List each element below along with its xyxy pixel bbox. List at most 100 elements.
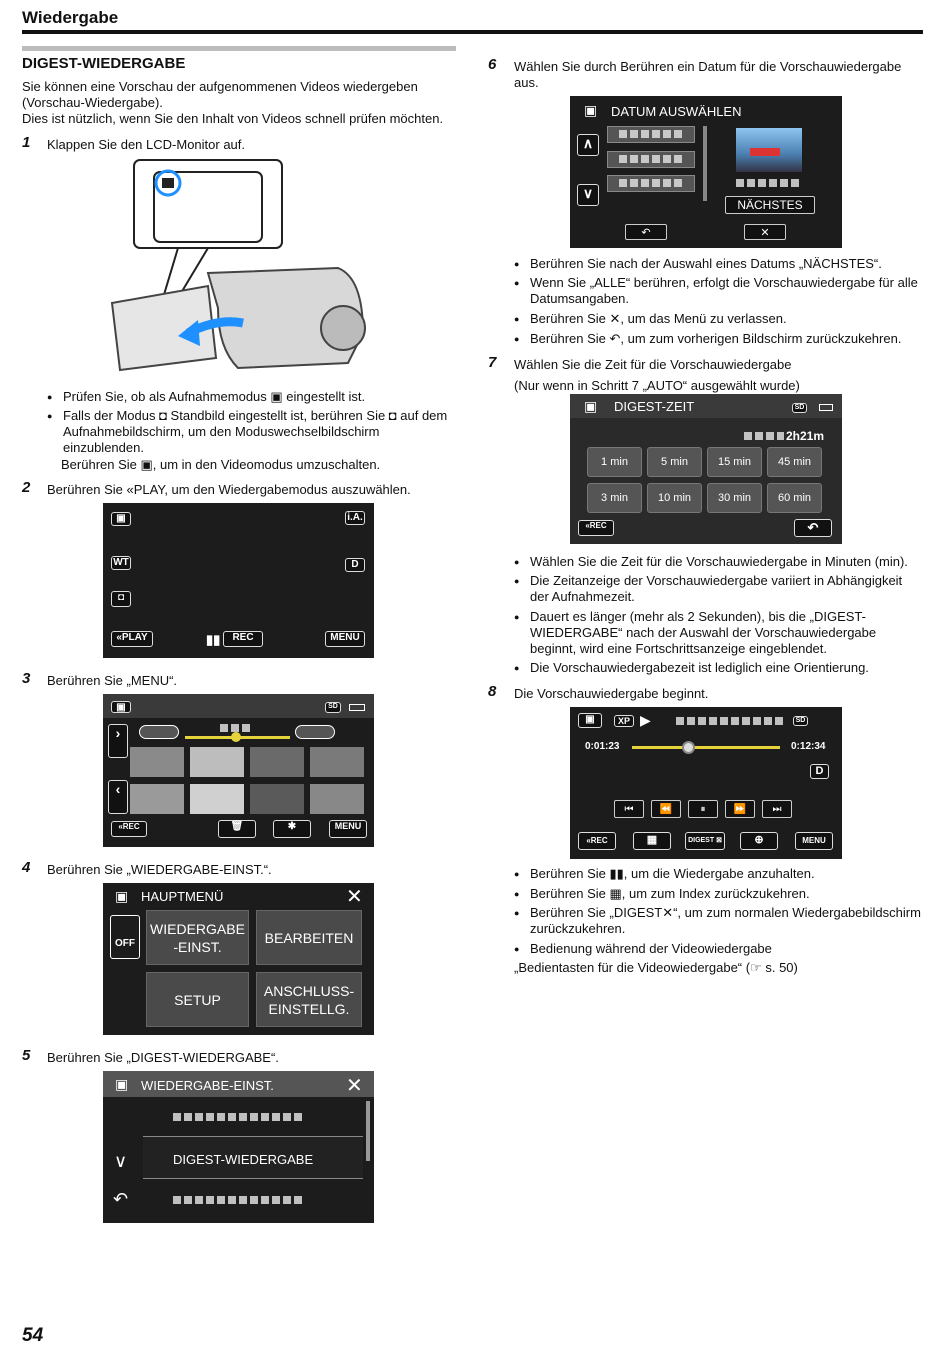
step-text: Klappen Sie den LCD-Monitor auf.: [47, 137, 246, 152]
camera-illustration: [108, 158, 370, 378]
screen-digest-time: ▣ DIGEST-ZEIT SD 2h21m 1 min 5 min 15 mi…: [570, 394, 842, 544]
progress-track[interactable]: [632, 741, 780, 754]
setup-button[interactable]: SETUP: [146, 972, 249, 1027]
back-icon[interactable]: ↶: [625, 224, 667, 240]
time-option-button[interactable]: 1 min: [587, 447, 642, 477]
reference-link[interactable]: „Bedientasten für die Videowiedergabe“ (…: [514, 960, 798, 975]
fast-forward-icon[interactable]: ⏩: [725, 800, 755, 818]
index-icon[interactable]: ▦: [633, 832, 671, 850]
close-icon[interactable]: ✕: [346, 886, 363, 908]
time-option-button[interactable]: 5 min: [647, 447, 702, 477]
rewind-icon[interactable]: ⏪: [651, 800, 681, 818]
play-button[interactable]: «PLAY: [111, 631, 153, 647]
video-mode-icon[interactable]: ▣: [578, 713, 602, 728]
intro-line: Sie können eine Vorschau der aufgenommen…: [22, 79, 418, 94]
section-title: DIGEST-WIEDERGABE: [22, 55, 186, 72]
next-page-button[interactable]: ›: [108, 724, 128, 758]
pause-icon: ▮▮: [206, 632, 221, 647]
menu-title: DATUM AUSWÄHLEN: [611, 104, 742, 119]
progress-knob[interactable]: [682, 741, 696, 754]
camera-icon[interactable]: ◘: [111, 591, 131, 607]
time-option-button[interactable]: 45 min: [767, 447, 822, 477]
connection-settings-button[interactable]: ANSCHLUSS- EINSTELLG.: [256, 972, 362, 1027]
time-option-button[interactable]: 30 min: [707, 483, 762, 513]
screen-main-menu: ▣ HAUPTMENÜ ✕ OFF WIEDERGABE -EINST. BEA…: [103, 883, 374, 1035]
step-number: 5: [22, 1047, 31, 1064]
silent-mode-toggle[interactable]: OFF: [110, 915, 140, 959]
menu-button[interactable]: MENU: [325, 631, 365, 647]
chevron-down-icon[interactable]: ∨: [114, 1151, 128, 1171]
menu-title: HAUPTMENÜ: [141, 889, 224, 904]
close-icon[interactable]: ✕: [346, 1075, 363, 1097]
section-bar: [22, 46, 456, 51]
play-icon: ▶: [640, 712, 651, 728]
skip-back-icon[interactable]: ⏮: [614, 800, 644, 818]
screen-playback-settings: ▣ WIEDERGABE-EINST. ✕ DIGEST-WIEDERGABE …: [103, 1071, 374, 1223]
intro-line: Dies ist nützlich, wenn Sie den Inhalt v…: [22, 111, 444, 126]
step-text: Berühren Sie „DIGEST-WIEDERGABE“.: [47, 1050, 279, 1065]
off-label: OFF: [115, 938, 135, 949]
menu-button[interactable]: MENU: [795, 832, 833, 850]
chevron-down-icon[interactable]: ∨: [577, 184, 599, 206]
trash-icon[interactable]: 🗑: [218, 820, 256, 838]
back-icon[interactable]: ↶: [113, 1189, 129, 1209]
settings-icon[interactable]: ✱: [273, 820, 311, 838]
step-text: Wählen Sie durch Berühren ein Datum für …: [514, 59, 902, 90]
bullet-item: Dauert es länger (mehr als 2 Sekunden), …: [514, 609, 886, 657]
step-text: Berühren Sie „WIEDERGABE-EINST.“.: [47, 862, 272, 877]
playback-settings-button[interactable]: WIEDERGABE -EINST.: [146, 910, 249, 965]
video-mode-icon[interactable]: ▣: [111, 701, 131, 713]
rec-button[interactable]: REC: [223, 631, 263, 647]
rec-button[interactable]: «REC: [578, 520, 614, 536]
total-time: 2h21m: [786, 429, 825, 443]
wt-button[interactable]: WT: [111, 556, 131, 570]
screen-record: ▣ i.A. WT D ◘ «PLAY ▮▮ REC MENU: [103, 503, 374, 658]
time-option-button[interactable]: 15 min: [707, 447, 762, 477]
step-number: 6: [488, 56, 497, 73]
sd-card-icon: SD: [325, 702, 341, 713]
edit-button[interactable]: BEARBEITEN: [256, 910, 362, 965]
bullet-item: Prüfen Sie, ob als Aufnahmemodus ▣ einge…: [47, 389, 457, 405]
bullet-item: Berühren Sie ↶, um zum vorherigen Bildsc…: [514, 331, 914, 347]
digest-playback-item[interactable]: DIGEST-WIEDERGABE: [173, 1152, 314, 1167]
skip-forward-icon[interactable]: ⏭: [762, 800, 792, 818]
step-text: Die Vorschauwiedergabe beginnt.: [514, 686, 709, 701]
rec-button[interactable]: «REC: [111, 821, 147, 837]
chevron-up-icon[interactable]: ∧: [577, 134, 599, 156]
screen-digest-playback: ▣ XP ▶ SD 0:01:23 0:12:34 D ⏮ ⏪ ⏸ ⏩ ⏭ «R…: [570, 707, 842, 859]
time-option-button[interactable]: 3 min: [587, 483, 642, 513]
video-mode-icon[interactable]: ▣: [111, 512, 131, 526]
battery-icon: [349, 704, 365, 711]
bullet-item: Wenn Sie „ALLE“ berühren, erfolgt die Vo…: [514, 275, 924, 307]
video-mode-icon: ▣: [584, 398, 598, 414]
digest-close-button[interactable]: DIGEST ⊠: [685, 832, 725, 850]
next-button[interactable]: NÄCHSTES: [725, 196, 815, 214]
intelligent-auto-button[interactable]: i.A.: [345, 511, 365, 525]
step-number: 4: [22, 859, 31, 876]
menu-button[interactable]: MENU: [329, 820, 367, 838]
bullet-continuation: Berühren Sie ▣, um in den Videomodus umz…: [61, 457, 381, 472]
time-option-button[interactable]: 10 min: [647, 483, 702, 513]
step-text: Berühren Sie „MENU“.: [47, 673, 178, 688]
step-text: Berühren Sie «PLAY, um den Wiedergabemod…: [47, 482, 411, 497]
prev-page-button[interactable]: ‹: [108, 780, 128, 814]
d-button[interactable]: D: [810, 764, 829, 779]
back-icon[interactable]: ↶: [794, 519, 832, 537]
zoom-icon[interactable]: ⊕: [740, 832, 778, 850]
intro-line: (Vorschau-Wiedergabe).: [22, 95, 163, 110]
d-button[interactable]: D: [345, 558, 365, 572]
menu-title: WIEDERGABE-EINST.: [141, 1078, 274, 1093]
close-icon[interactable]: ✕: [744, 224, 786, 240]
pause-icon[interactable]: ⏸: [688, 800, 718, 818]
bullet-item: Falls der Modus ◘ Standbild eingestellt …: [47, 408, 461, 456]
battery-icon: [819, 404, 833, 411]
rec-button[interactable]: «REC: [578, 832, 616, 850]
time-option-button[interactable]: 60 min: [767, 483, 822, 513]
bullet-item: Die Vorschauwiedergabezeit ist lediglich…: [514, 660, 924, 676]
video-mode-icon: ▣: [115, 1076, 129, 1092]
sd-card-icon: SD: [793, 716, 808, 726]
step-text: Wählen Sie die Zeit für die Vorschauwied…: [514, 357, 792, 372]
menu-title: DIGEST-ZEIT: [614, 399, 695, 414]
bullet-item: Die Zeitanzeige der Vorschauwiedergabe v…: [514, 573, 924, 605]
elapsed-time: 0:01:23: [585, 741, 620, 752]
